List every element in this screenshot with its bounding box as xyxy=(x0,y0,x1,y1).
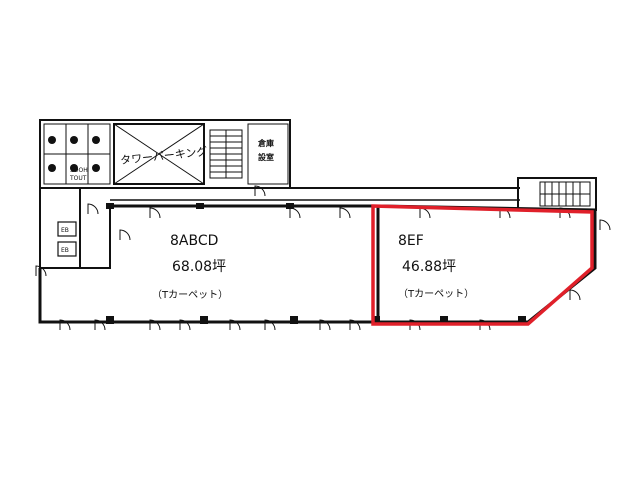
toilet-icon xyxy=(92,164,100,172)
toilet-icon xyxy=(70,136,78,144)
storage-label-1: 倉庫 xyxy=(257,138,274,148)
eb-label-2: EB xyxy=(61,247,69,254)
toilet-icon xyxy=(92,136,100,144)
stair-icon xyxy=(210,130,242,178)
unit-name: 8ABCD xyxy=(170,233,218,249)
door-swing-icon xyxy=(149,207,161,219)
column-icon xyxy=(290,316,298,324)
column-icon xyxy=(372,316,380,324)
door-swing-icon xyxy=(119,229,131,241)
parking-label: タワーパーキング xyxy=(119,144,208,167)
column-icon xyxy=(106,316,114,324)
column-icon xyxy=(286,203,294,209)
column-icons xyxy=(106,203,526,324)
eb-boxes xyxy=(57,221,77,257)
column-icon xyxy=(518,316,526,324)
door-swing-icon xyxy=(419,207,431,219)
toilet-icons xyxy=(48,136,100,172)
toilet-icon xyxy=(48,136,56,144)
storage-label-2: 設室 xyxy=(258,152,274,162)
elevator-icon xyxy=(57,221,77,237)
door-swing-icon xyxy=(339,207,351,219)
column-icon xyxy=(196,203,204,209)
unit-8ef[interactable]: 8EF 46.88坪 （Tカーペット） xyxy=(398,233,474,300)
unit-area: 68.08坪 xyxy=(172,259,226,275)
unit-area: 46.88坪 xyxy=(402,259,456,275)
unit-note: （Tカーペット） xyxy=(152,289,228,301)
shower-label: SOOH xyxy=(70,167,88,174)
door-swing-icon xyxy=(87,203,99,215)
unit-8ef-highlight xyxy=(371,204,594,326)
unit-note: （Tカーペット） xyxy=(398,288,474,300)
eb-label-1: EB xyxy=(61,227,69,234)
stair-icon xyxy=(539,181,591,207)
unit-8abcd[interactable]: 8ABCD 68.08坪 （Tカーペット） xyxy=(152,233,228,301)
column-icon xyxy=(440,316,448,324)
door-swing-icon xyxy=(569,289,581,301)
unit-name: 8EF xyxy=(398,233,424,249)
elevator-icon xyxy=(57,241,77,257)
shower-label-2: TOUT xyxy=(69,175,87,182)
door-swing-icon xyxy=(599,219,611,231)
door-swing-icon xyxy=(289,207,301,219)
column-icon xyxy=(200,316,208,324)
building-walls xyxy=(38,119,597,324)
column-icon xyxy=(106,203,114,209)
toilet-icon xyxy=(48,164,56,172)
toilet-icon xyxy=(70,164,78,172)
